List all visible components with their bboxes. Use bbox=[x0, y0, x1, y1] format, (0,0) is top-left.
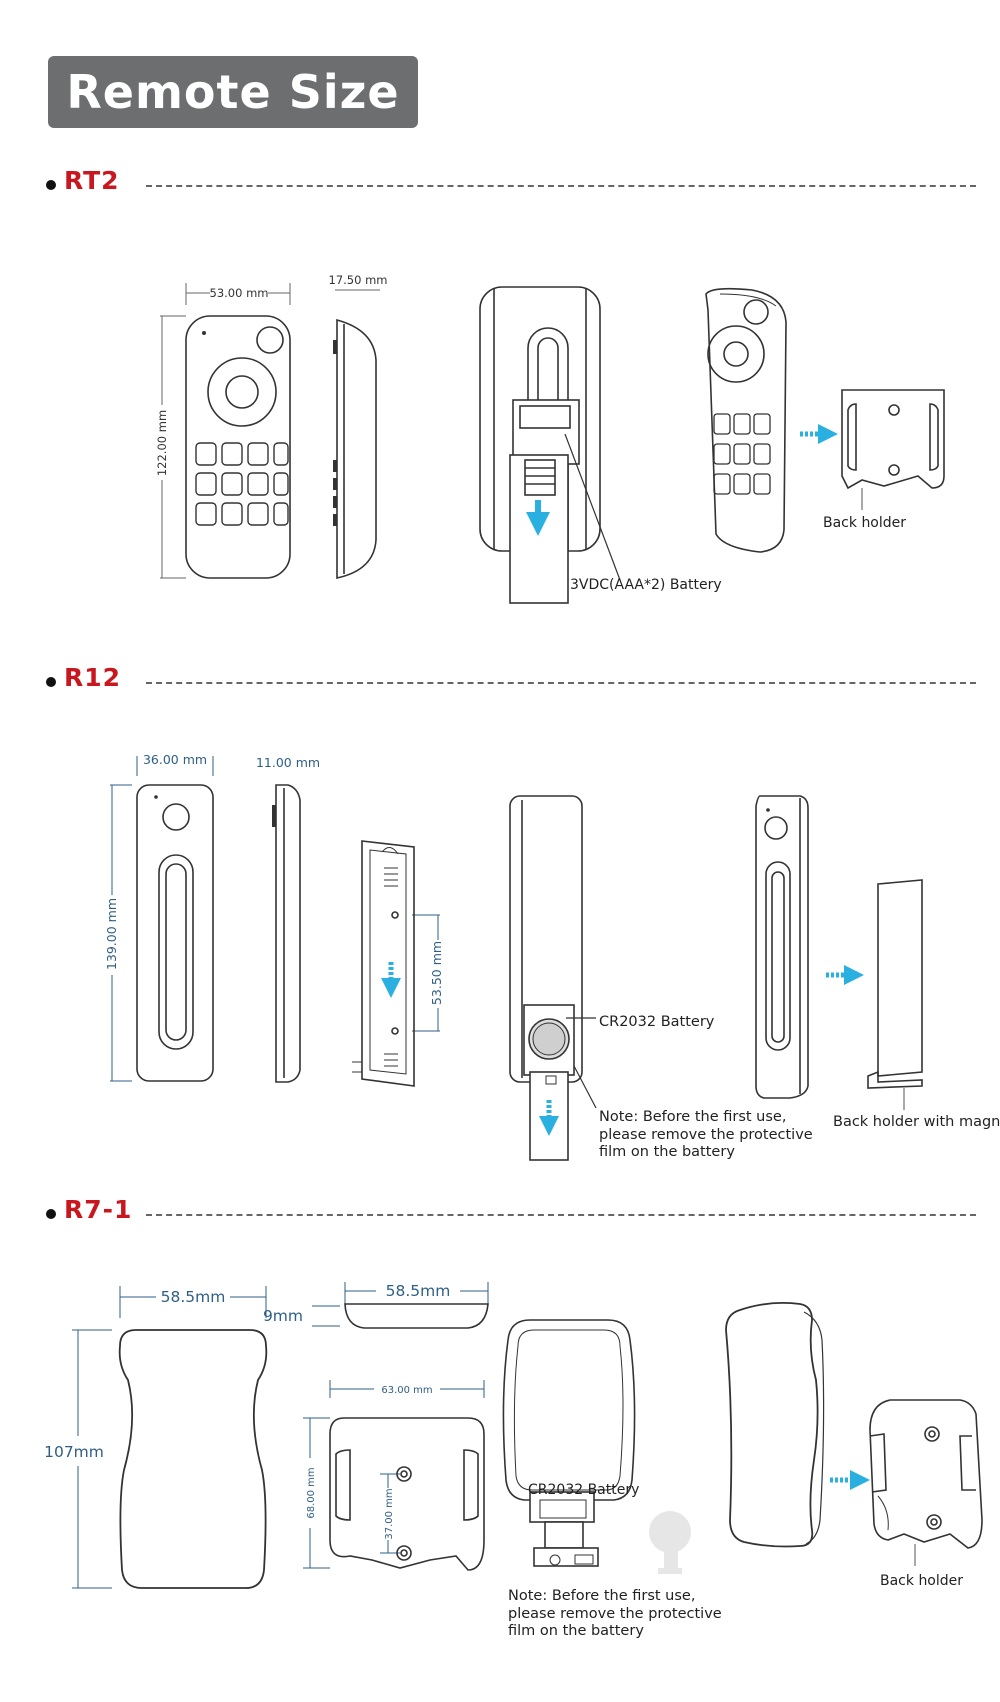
dashed-divider bbox=[146, 185, 976, 187]
section-title-rt2: RT2 bbox=[64, 166, 120, 195]
bullet-icon bbox=[46, 677, 56, 687]
r7-angled-view bbox=[725, 1301, 825, 1548]
r12-angled-view bbox=[755, 795, 809, 1099]
section-header-r12: R12 bbox=[46, 663, 976, 695]
r12-magnet-holder bbox=[867, 879, 923, 1089]
r7-note-line-2: please remove the protective bbox=[508, 1606, 722, 1622]
r12-holder-label: Back holder with magnet bbox=[833, 1114, 1000, 1130]
r7-depth-label: 9mm bbox=[263, 1307, 303, 1325]
r12-hole-spacing-label: 53.50 mm bbox=[429, 941, 444, 1005]
r7-back-holder bbox=[869, 1399, 983, 1549]
r7-note-line-3: film on the battery bbox=[508, 1623, 644, 1639]
section-header-rt2: RT2 bbox=[46, 166, 976, 198]
bullet-icon bbox=[46, 180, 56, 190]
r12-front-view bbox=[136, 784, 214, 1082]
r7-back-holder-dimensioned bbox=[329, 1417, 485, 1571]
r12-note-line-2: please remove the protective bbox=[599, 1127, 813, 1143]
r7-dimension-lines bbox=[72, 1282, 489, 1589]
r7-depth-width-label: 58.5mm bbox=[386, 1282, 451, 1300]
r12-battery-label: CR2032 Battery bbox=[599, 1014, 715, 1030]
section-title-r7-1: R7-1 bbox=[64, 1195, 133, 1224]
section-header-r7-1: R7-1 bbox=[46, 1195, 976, 1227]
r7-holder-width-label: 63.00 mm bbox=[381, 1385, 432, 1396]
r12-side-view bbox=[272, 784, 301, 1083]
section-title-r12: R12 bbox=[64, 663, 122, 692]
rt2-dimension-lines bbox=[160, 283, 380, 579]
r7-height-label: 107mm bbox=[44, 1443, 104, 1461]
rt2-angled-view bbox=[705, 287, 787, 553]
rt2-battery-view bbox=[479, 286, 621, 604]
rt2-width-label: 53.00 mm bbox=[210, 286, 269, 300]
r12-height-label: 139.00 mm bbox=[104, 898, 119, 970]
rt2-front-view bbox=[185, 315, 291, 579]
dashed-divider bbox=[146, 1214, 976, 1216]
r12-note-line-3: film on the battery bbox=[599, 1144, 735, 1160]
rt2-height-label: 122.00 mm bbox=[155, 410, 169, 476]
rt2-battery-label: 3VDC(AAA*2) Battery bbox=[570, 577, 722, 593]
r7-holder-height-label: 68.00 mm bbox=[306, 1467, 317, 1518]
r7-hole-spacing-label: 37.00 mm bbox=[384, 1488, 395, 1539]
dashed-divider bbox=[146, 682, 976, 684]
r12-width-label: 36.00 mm bbox=[143, 752, 207, 767]
page-title: Remote Size bbox=[66, 65, 400, 119]
r7-side-view bbox=[344, 1303, 489, 1329]
r12-dimension-lines bbox=[110, 756, 440, 1082]
rt2-holder-label: Back holder bbox=[823, 515, 906, 531]
r7-width-label: 58.5mm bbox=[161, 1288, 226, 1306]
r7-front-view bbox=[118, 1329, 268, 1589]
r7-battery-label: CR2032 Battery bbox=[528, 1482, 639, 1498]
r7-note-line-1: Note: Before the first use, bbox=[508, 1588, 695, 1604]
title-banner: Remote Size bbox=[48, 56, 418, 128]
r7-battery-film-icon bbox=[649, 1511, 691, 1574]
r12-battery-view bbox=[509, 795, 597, 1161]
r7-battery-view bbox=[502, 1319, 636, 1567]
r12-back-cover-view bbox=[352, 840, 415, 1087]
rt2-depth-label: 17.50 mm bbox=[329, 273, 388, 287]
r12-note-line-1: Note: Before the first use, bbox=[599, 1109, 786, 1125]
r7-holder-label: Back holder bbox=[880, 1573, 963, 1589]
bullet-icon bbox=[46, 1209, 56, 1219]
rt2-back-holder bbox=[841, 389, 945, 490]
rt2-side-view bbox=[333, 318, 377, 579]
r12-depth-label: 11.00 mm bbox=[256, 755, 320, 770]
